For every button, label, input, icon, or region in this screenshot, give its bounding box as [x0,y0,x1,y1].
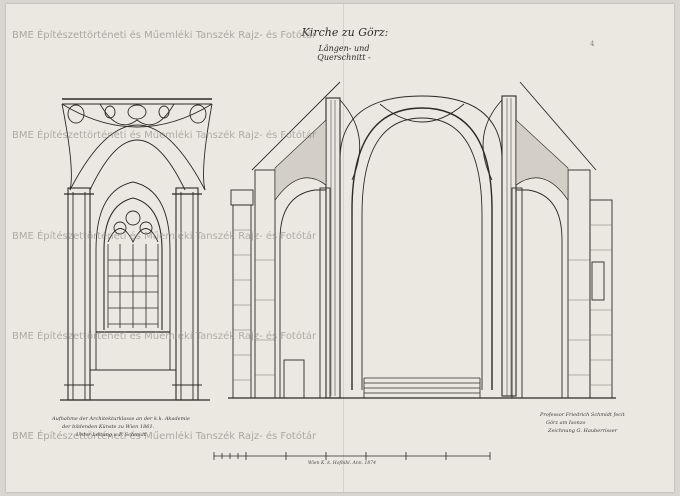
drawing-title: Kirche zu Görz: [301,26,389,39]
sheet-fold-line [343,4,344,492]
scale-bar [213,452,491,460]
inscription-left-line-3: Unter Leitung v. F. Schmidt [76,432,146,438]
watermark-row-5: BME Építészettörténeti és Műemléki Tansz… [12,431,317,442]
watermark-row-3: BME Építészettörténeti és Műemléki Tansz… [12,231,317,242]
inscription-left-line-1: Aufnahme der Architekturklasse an der k.… [52,416,190,422]
inscription-right-line-2: Görz am Isonzo [546,420,586,426]
drawing-subtitle: Längen- und Querschnitt - [317,44,371,62]
watermark-row-4: BME Építészettörténeti és Műemléki Tansz… [12,331,317,342]
sheet-number: 4 [590,40,595,48]
inscription-left-line-2: der bildenden Künste zu Wien 1861. [62,424,155,430]
scale-caption: Wien K. k. Hofbibl. Ann. 1874 [308,461,376,466]
longitudinal-section [60,98,213,401]
watermark-row-1: BME Építészettörténeti és Műemléki Tansz… [12,30,317,41]
watermark-row-2: BME Építészettörténeti és Műemléki Tansz… [12,130,317,141]
cross-section [228,81,616,399]
inscription-right-line-3: Zeichnung G. Hauberrisser [548,428,618,434]
inscription-right-line-1: Professor Friedrich Schmidt fecit [540,412,625,418]
